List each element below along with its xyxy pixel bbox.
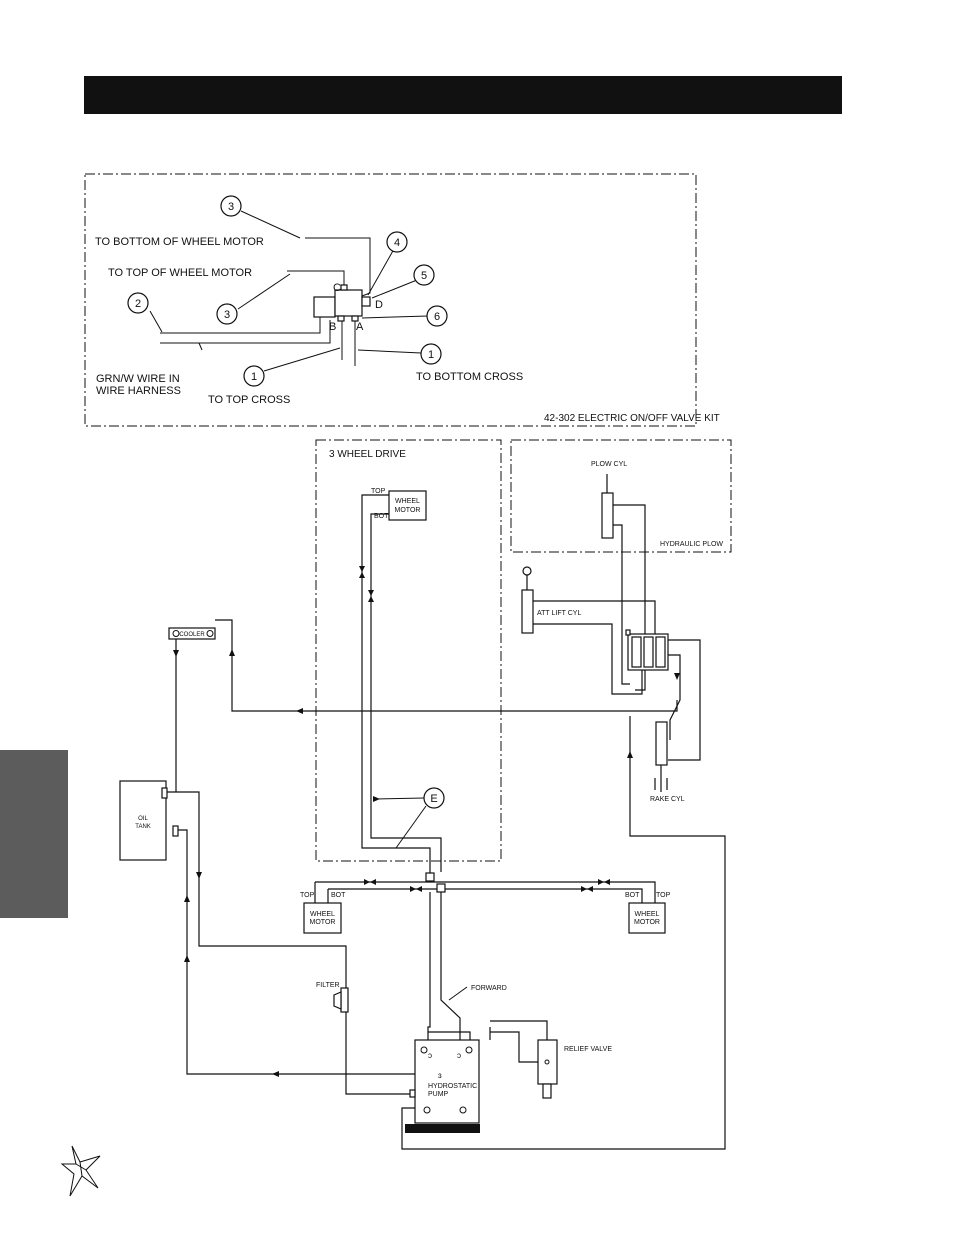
control-valve-bank xyxy=(625,629,701,761)
svg-text:HYDROSTATIC: HYDROSTATIC xyxy=(428,1083,477,1090)
callout-e: E xyxy=(423,787,445,809)
plow-cylinder xyxy=(601,492,614,539)
forward-label: FORWARD xyxy=(471,985,507,992)
pump-port-mark-2: ɔ xyxy=(457,1051,461,1060)
pump-group: FORWARD ɔ ɔ ɜ HYDROSTATIC PUMP RELIEF VA… xyxy=(401,716,726,1150)
svg-text:MOTOR: MOTOR xyxy=(310,919,336,926)
callout-4: 4 xyxy=(386,231,408,253)
svg-text:WHEEL: WHEEL xyxy=(395,498,420,505)
svg-text:1: 1 xyxy=(428,349,434,361)
port-b-fitting xyxy=(337,315,345,322)
rake-cylinder xyxy=(655,721,668,766)
svg-text:5: 5 xyxy=(421,270,427,282)
svg-text:BOT: BOT xyxy=(625,892,640,899)
att-lift-cylinder xyxy=(521,589,534,634)
filter-group: FILTER xyxy=(316,982,415,1095)
svg-text:OIL: OIL xyxy=(138,816,148,822)
svg-text:TOP: TOP xyxy=(371,488,386,495)
relief-valve xyxy=(537,1039,558,1085)
port-c-label: C xyxy=(333,282,341,294)
upper-wheel-motor xyxy=(388,490,427,521)
svg-text:WHEEL: WHEEL xyxy=(635,911,660,918)
solenoid-coil xyxy=(313,296,336,318)
port-a-label: A xyxy=(356,321,364,333)
svg-text:3: 3 xyxy=(224,309,230,321)
port-d-label: D xyxy=(375,299,383,311)
svg-text:TANK: TANK xyxy=(135,824,151,830)
label-bottom-cross: TO BOTTOM CROSS xyxy=(416,371,523,383)
on-off-valve-body xyxy=(334,289,363,317)
cooler-group: COOLER xyxy=(168,619,678,792)
left-wheel-motor xyxy=(303,902,342,934)
pump-mount-plate xyxy=(405,1124,480,1133)
filter-label: FILTER xyxy=(316,982,340,989)
header-bar xyxy=(84,76,842,114)
att-lift-cyl-label: ATT LIFT CYL xyxy=(537,610,581,617)
att-lift-cylinder-group: ATT LIFT CYL xyxy=(521,566,656,695)
rake-cyl-label: RAKE CYL xyxy=(650,796,685,803)
relief-valve-label: RELIEF VALVE xyxy=(564,1046,612,1053)
svg-text:6: 6 xyxy=(434,311,440,323)
rake-cylinder-group: RAKE CYL xyxy=(650,721,685,803)
cooler-label: COOLER xyxy=(179,632,205,638)
plow-cyl-label: PLOW CYL xyxy=(591,461,627,468)
pump-port-mark-3: ɜ xyxy=(438,1071,442,1080)
callout-2: 2 xyxy=(127,292,149,314)
label-top-wheel-motor: TO TOP OF WHEEL MOTOR xyxy=(108,267,252,279)
port-c-fitting xyxy=(340,284,348,291)
label-bottom-wheel-motor: TO BOTTOM OF WHEEL MOTOR xyxy=(95,236,264,248)
label-top-cross: TO TOP CROSS xyxy=(208,394,290,406)
svg-text:1: 1 xyxy=(251,371,257,383)
svg-text:MOTOR: MOTOR xyxy=(395,507,421,514)
kit-title: 42-302 ELECTRIC ON/OFF VALVE KIT xyxy=(544,413,720,424)
svg-text:2: 2 xyxy=(135,298,141,310)
svg-text:WHEEL: WHEEL xyxy=(310,911,335,918)
callout-5: 5 xyxy=(413,264,435,286)
valve-kit-inset: 42-302 ELECTRIC ON/OFF VALVE KIT TO BOTT… xyxy=(84,173,720,427)
label-wire-1: GRN/W WIRE IN xyxy=(96,373,180,385)
svg-text:3: 3 xyxy=(228,201,234,213)
svg-text:PUMP: PUMP xyxy=(428,1091,449,1098)
svg-text:TOP: TOP xyxy=(656,892,671,899)
port-d-fitting xyxy=(361,296,371,307)
svg-text:E: E xyxy=(430,793,437,805)
hydraulic-plow-section: PLOW CYL HYDRAULIC PLOW xyxy=(510,439,732,691)
port-b-label: B xyxy=(329,321,336,333)
callout-3a: 3 xyxy=(220,195,242,217)
right-wheel-motor xyxy=(628,902,666,934)
three-wheel-drive-section: 3 WHEEL DRIVE WHEEL MOTOR TOP BOT E xyxy=(315,439,502,872)
svg-text:BOT: BOT xyxy=(374,513,389,520)
hydraulic-plow-label: HYDRAULIC PLOW xyxy=(660,541,723,548)
callout-1b: 1 xyxy=(420,343,442,365)
hydrostatic-pump xyxy=(414,1039,480,1124)
oil-tank xyxy=(119,780,167,861)
callout-1a: 1 xyxy=(243,365,265,387)
cooler xyxy=(168,627,216,640)
callout-6: 6 xyxy=(426,305,448,327)
drive-cross-lines: TOP BOT WHEEL MOTOR BOT TOP WHEEL MOTOR xyxy=(300,872,671,934)
three-wheel-drive-label: 3 WHEEL DRIVE xyxy=(329,449,406,460)
svg-text:BOT: BOT xyxy=(331,892,346,899)
side-tab xyxy=(0,750,68,918)
svg-text:4: 4 xyxy=(394,237,400,249)
pump-port-mark-1: ɔ xyxy=(428,1051,432,1060)
svg-text:TOP: TOP xyxy=(300,892,315,899)
star-burst-logo-icon xyxy=(60,1145,101,1197)
svg-text:MOTOR: MOTOR xyxy=(634,919,660,926)
filter xyxy=(340,987,349,1013)
callout-3b: 3 xyxy=(216,303,238,325)
oil-tank-group: OIL TANK xyxy=(119,780,415,1077)
label-wire-2: WIRE HARNESS xyxy=(96,385,181,397)
